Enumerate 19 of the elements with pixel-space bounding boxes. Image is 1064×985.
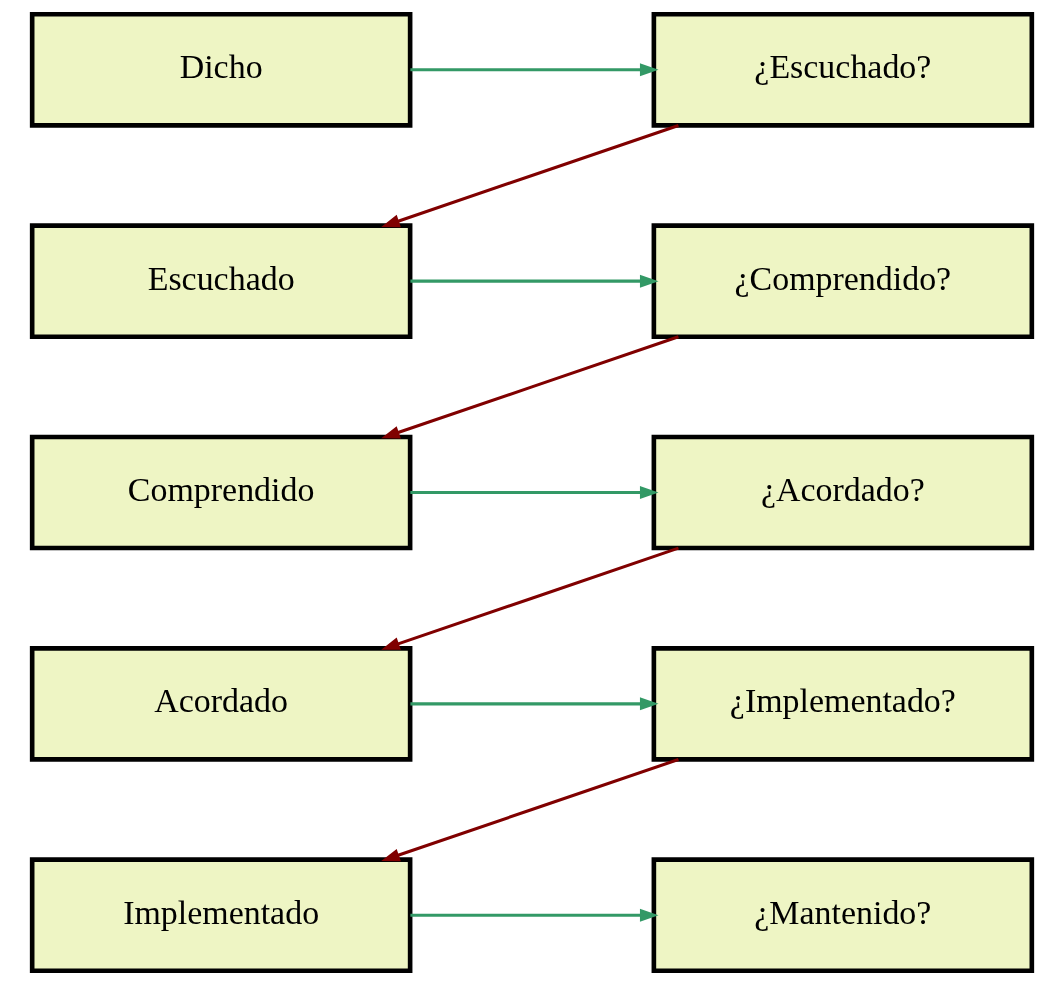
node-box: ¿Acordado?	[651, 434, 1035, 551]
arrow	[381, 546, 679, 650]
node-box: Escuchado	[29, 223, 413, 339]
node-box: Comprendido	[29, 434, 413, 551]
node-box: Implementado	[29, 857, 413, 974]
node-box: ¿Mantenido?	[651, 857, 1035, 974]
arrow	[381, 758, 679, 862]
node-box: ¿Comprendido?	[651, 223, 1035, 339]
arrow	[410, 63, 659, 77]
arrow	[410, 274, 659, 288]
node-box: ¿Implementado?	[651, 646, 1035, 762]
arrow	[381, 335, 679, 439]
node-box: ¿Escuchado?	[651, 11, 1035, 128]
node-box: Acordado	[29, 646, 413, 762]
arrow	[410, 697, 659, 711]
node-box: Dicho	[29, 11, 413, 128]
arrow	[381, 124, 679, 228]
arrow	[410, 908, 659, 922]
arrow	[410, 486, 659, 499]
